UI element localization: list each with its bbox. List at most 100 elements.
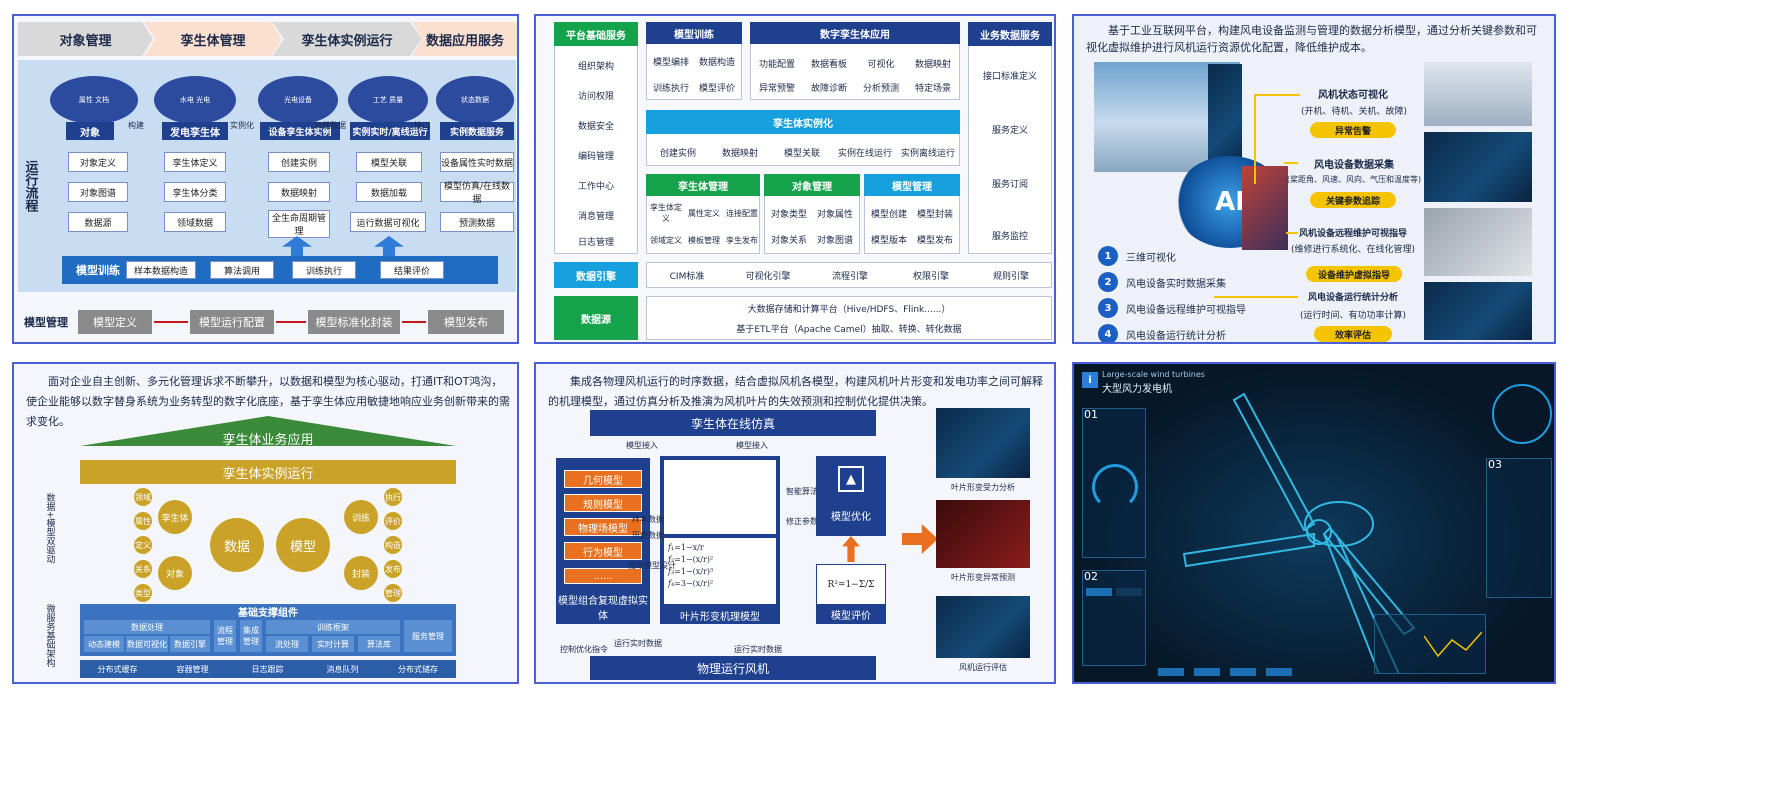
biz-block [968, 22, 1052, 254]
center-caption: 叶片形变机理模型 [680, 611, 760, 623]
intro-text: 基于工业互联网平台，构建风电设备监测与管理的数据分析模型，通过分析关键参数和可视… [1086, 24, 1537, 54]
arrow-label: 样本数据 [632, 515, 664, 524]
cell: 对象图谱 [816, 235, 853, 246]
cell: 功能配置 [758, 59, 795, 70]
feature-sub: (运行时间、有功功率计算) [1299, 311, 1407, 321]
group-item: 流处理 [266, 636, 308, 652]
obj-title: 对象管理 [764, 174, 860, 196]
left-label-2: 微服务基础架构 [44, 603, 55, 667]
cell: 模型封装 [916, 209, 953, 220]
connector-line [1286, 232, 1298, 234]
cell: 模型评价 [698, 83, 735, 94]
engine-title: 数据引擎 [554, 262, 638, 288]
side-title: 运行流程 [22, 160, 38, 212]
bottom-button[interactable] [1266, 668, 1292, 676]
big-arrow [902, 524, 938, 554]
cell: 实例离线运行 [900, 148, 955, 159]
connector-line [1254, 94, 1300, 96]
section-02: 02 [1084, 570, 1098, 583]
mgmt-arrow [402, 321, 426, 323]
sim-thumb-2 [936, 500, 1030, 568]
cell: 故障诊断 [810, 83, 847, 94]
mgmt-step: 模型定义 [78, 310, 152, 334]
title: 大型风力发电机 [1102, 384, 1172, 395]
bottom-button[interactable] [1230, 668, 1256, 676]
box: 领域数据 [164, 212, 226, 232]
box: 模型关联 [356, 152, 422, 172]
mgmt-step: 模型运行配置 [190, 310, 274, 334]
stage-4: 数据应用服务 [412, 22, 517, 56]
connector-line [1214, 296, 1298, 298]
cell: 模型关联 [783, 148, 820, 159]
box: 设备属性实时数据 [440, 152, 514, 172]
twin-title: 孪生体管理 [646, 174, 760, 196]
engine-item: 规则引擎 [992, 271, 1029, 282]
logo-icon: i [1082, 372, 1098, 388]
train-title: 模型训练 [646, 22, 742, 44]
tab-a[interactable] [1086, 588, 1112, 596]
cell: 分析预测 [862, 83, 899, 94]
bottom-button[interactable] [1194, 668, 1220, 676]
chart-icon: ▲ [838, 466, 864, 492]
small-node: 构造 [384, 536, 402, 554]
group-item: 数据引擎 [170, 636, 210, 652]
node-twin: 孪生体 [158, 500, 192, 534]
opt-block [816, 456, 886, 536]
left-caption: 模型组合复现虚拟实体 [558, 596, 648, 622]
box: 数据加载 [356, 182, 422, 202]
bottom-item: 分布式缓存 [97, 664, 138, 674]
vr-photo [1424, 208, 1532, 276]
feature-tag: 异常告警 [1310, 122, 1396, 138]
cell: 可视化 [867, 59, 895, 70]
small-node: 关系 [134, 560, 152, 578]
list-number: 4 [1098, 324, 1118, 342]
sim-thumb-1 [936, 408, 1030, 478]
top-sim: 孪生体在线仿真 [590, 410, 876, 436]
train-step: 样本数据构造 [126, 261, 196, 279]
bottom-item: 容器管理 [176, 664, 209, 674]
engineer-photo [1242, 166, 1288, 250]
cell: 模板管理 [688, 235, 720, 245]
tab-b[interactable] [1116, 588, 1142, 596]
instance-run: 孪生体实例运行 [80, 460, 456, 484]
list-text: 三维可视化 [1126, 253, 1176, 264]
arrow-label: 智能算法 [786, 487, 818, 496]
feature-sub: (开机、待机、关机、故障) [1300, 107, 1408, 117]
cell: 模型发布 [916, 235, 953, 246]
feature-sub: (桨距角、风速、风向、气压和温度等) [1286, 175, 1422, 184]
feature-title: 风电设备数据采集 [1314, 160, 1394, 171]
cloud-service: 状态数据 [436, 76, 514, 124]
hub-model: 模型 [276, 518, 330, 572]
cell: 实例在线运行 [837, 148, 892, 159]
cell: 对象属性 [816, 209, 853, 220]
head-service: 实例数据服务 [440, 122, 514, 140]
source-title: 数据源 [554, 296, 638, 340]
opt-arrow [842, 536, 860, 562]
small-node: 执行 [384, 488, 402, 506]
panel-wind-monitoring: 基于工业互联网平台，构建风电设备监测与管理的数据分析模型，通过分析关键参数和可视… [1072, 14, 1556, 344]
model-item: 物理场模型 [564, 518, 642, 536]
group: 数据处理 [84, 620, 210, 634]
arrow-label-4: 接口 [414, 121, 430, 130]
bottom-button[interactable] [1158, 668, 1184, 676]
support-title: 基础支撑组件 [238, 607, 298, 619]
group: 集成管理 [240, 620, 262, 652]
platform-item: 组织架构 [577, 61, 614, 72]
train-title: 模型训练 [76, 264, 120, 277]
title-en: Large-scale wind turbines [1102, 370, 1205, 379]
small-node: 定义 [134, 536, 152, 554]
arrow-label-3: 加载数据 [314, 121, 346, 130]
biz-item: 服务监控 [991, 231, 1028, 242]
mgmt-title: 模型管理 [24, 316, 68, 329]
train-step: 训练执行 [292, 261, 356, 279]
train-step: 结果评价 [380, 261, 444, 279]
feature-title: 风机设备远程维护可视指导 [1298, 229, 1407, 239]
left-panel-2 [1082, 570, 1146, 666]
feature-title: 风机状态可视化 [1318, 90, 1388, 101]
cloud-object: 属性 文档 [50, 76, 138, 124]
platform-column [554, 22, 638, 254]
feature-title: 风电设备运行统计分析 [1307, 293, 1398, 303]
model-item: 几何模型 [564, 470, 642, 488]
arrow-label: 模型接入 [626, 441, 658, 450]
